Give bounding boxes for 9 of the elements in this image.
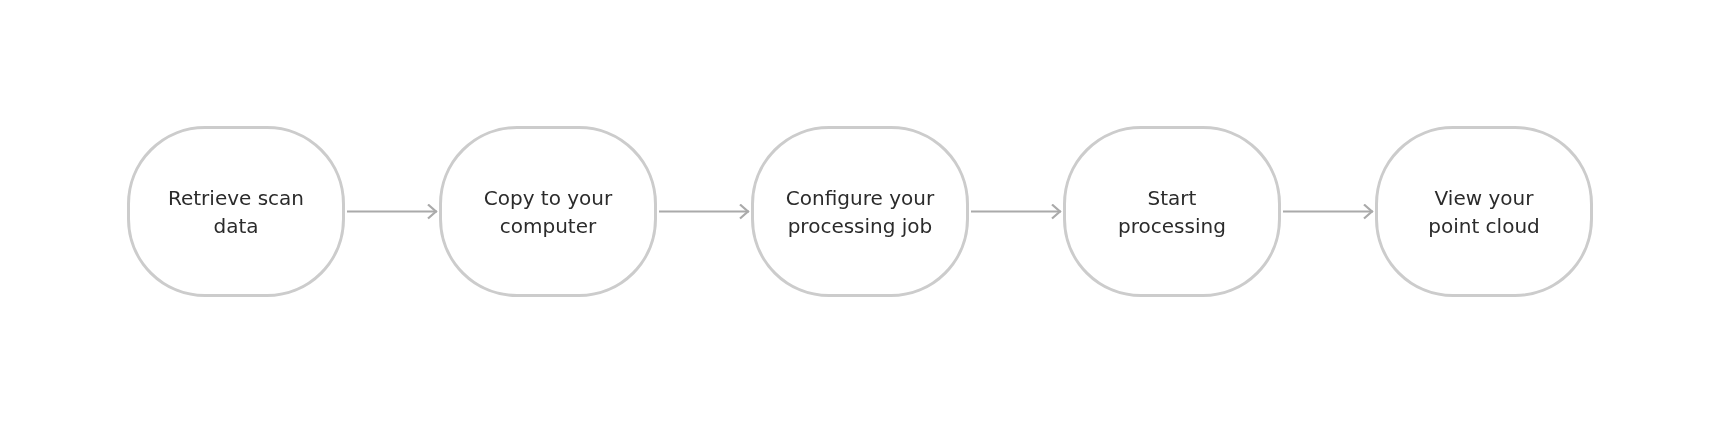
step-label: View your point cloud: [1427, 184, 1541, 240]
arrow: [347, 203, 438, 220]
arrow: [1283, 203, 1374, 220]
step-label: Retrieve scan data: [166, 184, 306, 240]
step-label: Configure your processing job: [785, 184, 935, 240]
step-label: Start processing: [1117, 184, 1227, 240]
arrow: [659, 203, 750, 220]
arrow: [971, 203, 1062, 220]
step-label: Copy to your computer: [482, 184, 614, 240]
